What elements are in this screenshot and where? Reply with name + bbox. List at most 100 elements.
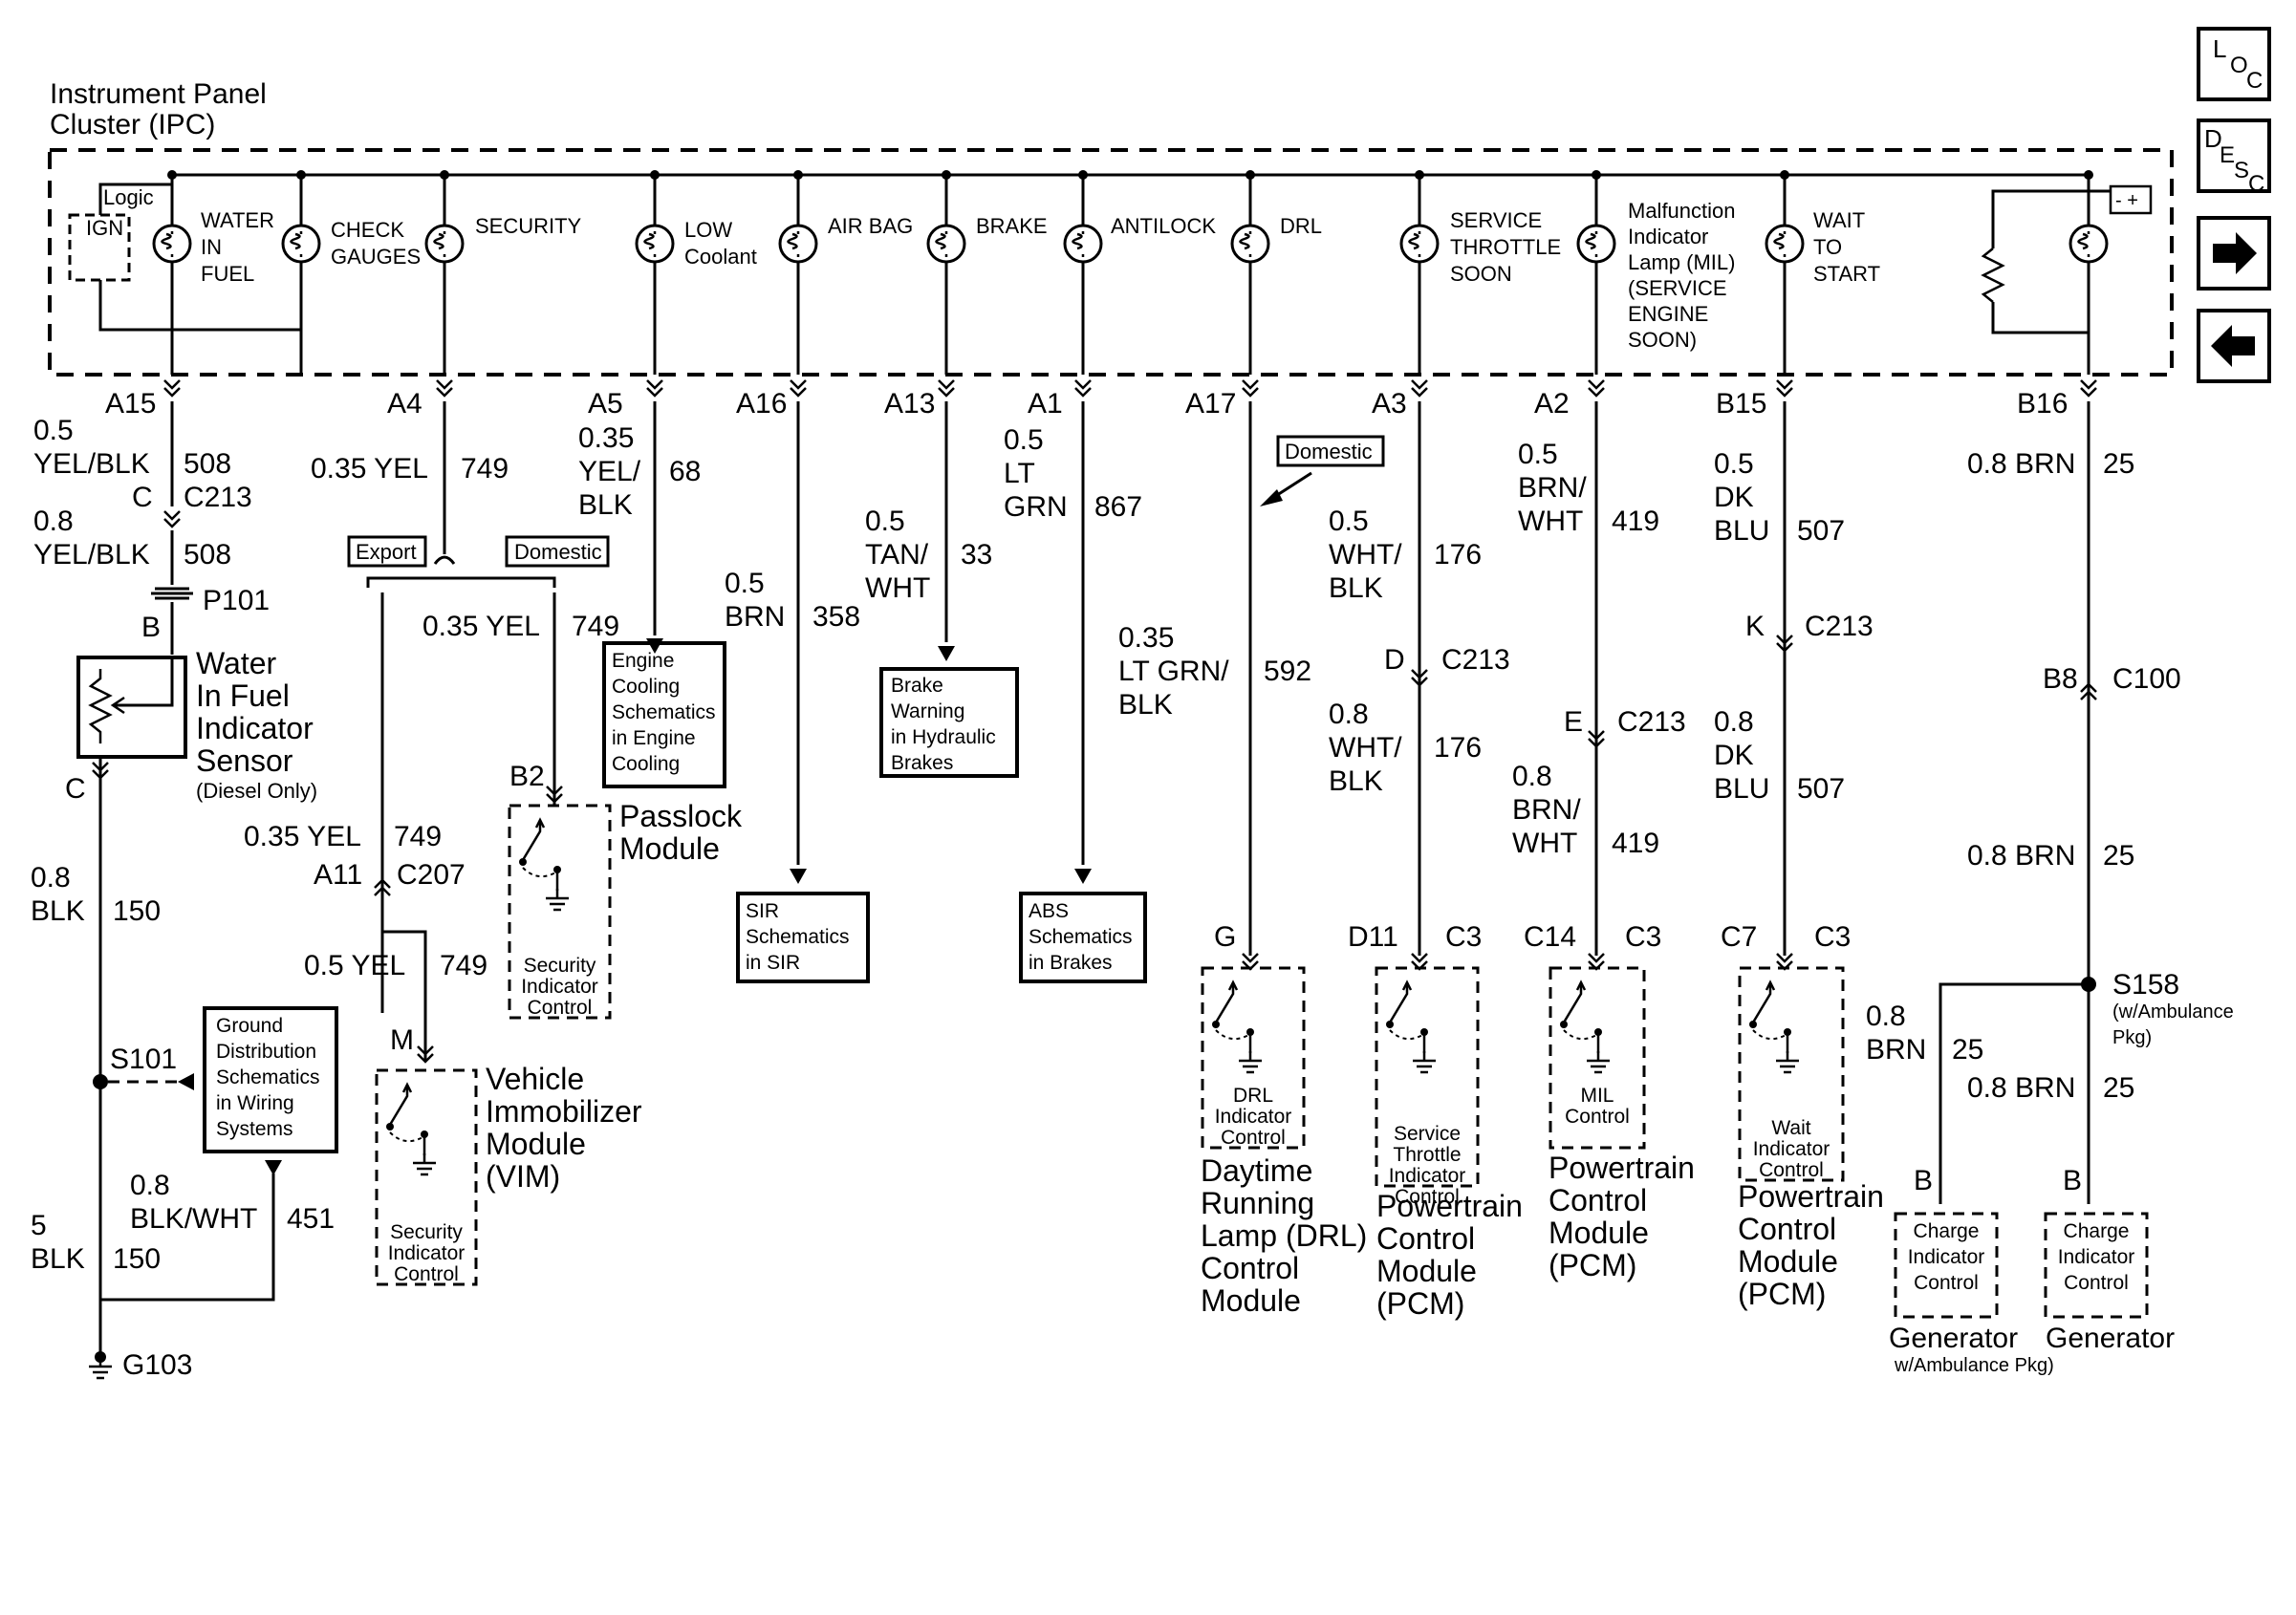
domestic-label: Domestic: [1285, 440, 1373, 463]
wire-size: 0.5: [725, 568, 765, 599]
pin-label: C: [132, 482, 153, 513]
previous-page-button[interactable]: [2197, 309, 2271, 383]
service-throttle-control-arrow: [1401, 980, 1413, 991]
ground-label: G103: [122, 1349, 192, 1381]
circuit-num: 176: [1434, 732, 1482, 764]
sir-label: Schematics: [746, 926, 850, 948]
brake-warning-label: in Hydraulic: [891, 726, 996, 748]
sir-label: SIR: [746, 900, 779, 922]
wait-to-start-lamp-label: TO: [1813, 235, 1842, 259]
connector-chevron-icon: [2080, 379, 2097, 398]
charge-indicator-label: Control: [1914, 1272, 1979, 1294]
vim-label: Module: [486, 1127, 586, 1161]
export-label: Export: [356, 540, 417, 564]
mil-lamp-label: (SERVICE: [1628, 276, 1727, 300]
ground-icon: [1587, 1051, 1610, 1074]
mil-control-contact: [1560, 1021, 1568, 1028]
pin-a1: A1: [1028, 388, 1063, 420]
wire-size-color: 0.5 YEL: [304, 950, 405, 981]
wire-size: 0.5: [1004, 424, 1044, 456]
wait-to-start-lamp-label: WAIT: [1813, 208, 1865, 232]
service-throttle-lamp-label: THROTTLE: [1450, 235, 1561, 259]
passlock-control-label: Security: [524, 955, 596, 977]
circuit-num: 749: [572, 611, 619, 642]
wire-color: WHT/: [1329, 539, 1402, 571]
service-throttle-control-label: Service: [1394, 1123, 1461, 1145]
wire-color: WHT: [1518, 506, 1583, 537]
circuit-num: 749: [461, 453, 509, 484]
charge-indicator-label: Indicator: [2058, 1246, 2135, 1268]
water-in-fuel-lamp-label: IN: [201, 235, 222, 259]
drl-control-arrow: [1227, 980, 1239, 991]
pcm2-label: Module: [1549, 1216, 1649, 1250]
sensor-wiper: [115, 657, 174, 707]
wire-size: 0.5: [33, 415, 74, 446]
wire-size: 5: [31, 1210, 47, 1241]
circuit-num: 508: [184, 448, 231, 480]
sensor-arrow-icon: [110, 696, 125, 715]
vim-control-link: [389, 1131, 425, 1143]
pin-label: B: [141, 612, 161, 643]
circuit-num: 150: [113, 1243, 161, 1275]
wire-color: BLU: [1714, 515, 1769, 547]
wire-451: [100, 1174, 275, 1302]
charge-indicator-label: Charge: [1914, 1220, 1980, 1242]
connector-chevron-icon: [1588, 379, 1605, 398]
resistor-icon: [1981, 248, 2005, 303]
circuit-num: 25: [2103, 840, 2134, 872]
service-throttle-lamp-label: SOON: [1450, 262, 1512, 286]
mil-lamp-label: Lamp (MIL): [1628, 250, 1735, 274]
pin-label: B8: [2043, 663, 2078, 695]
left-arrow-icon: [2211, 325, 2255, 367]
circuit-num: 33: [961, 539, 992, 571]
pin-a2: A2: [1534, 388, 1570, 420]
wait-to-start-lamp-filament: [1773, 231, 1787, 257]
passlock-control-label: Indicator: [521, 976, 598, 998]
loc-button[interactable]: LOC: [2197, 27, 2271, 101]
wire-size-color: 0.8 BRN: [1967, 448, 2075, 480]
check-gauges-lamp-label: GAUGES: [331, 245, 421, 269]
connector-chevron-icon: [436, 379, 453, 398]
resistor-return: [1991, 302, 2089, 334]
pin-label: D: [1384, 644, 1405, 676]
water-in-fuel-lamp-label: FUEL: [201, 262, 254, 286]
resistor-lead: [1991, 189, 2089, 248]
charge-indicator-label: Control: [2064, 1272, 2129, 1294]
cluster-title: Cluster (IPC): [50, 109, 215, 140]
connector-label: C213: [1805, 611, 1874, 642]
pcm3-label: Module: [1738, 1244, 1838, 1279]
mil-control-link: [1563, 1029, 1599, 1041]
wait-control-contact: [1749, 1021, 1757, 1028]
vim-control-label: Indicator: [388, 1242, 466, 1264]
next-page-button[interactable]: [2197, 216, 2271, 291]
service-throttle-control-contact: [1386, 1021, 1394, 1028]
arrow-down-icon: [938, 646, 955, 661]
charge-indicator-control-ambulance: [1894, 1212, 1999, 1319]
battery-label: - +: [2115, 190, 2138, 211]
passlock-control-switch: [521, 820, 542, 861]
wire-color: YEL/BLK: [33, 448, 150, 480]
mil-lamp-label: ENGINE: [1628, 302, 1708, 326]
pin-label: A11: [314, 859, 362, 891]
instrument-panel-cluster-box: [48, 148, 2174, 377]
wire-color: YEL/: [578, 456, 641, 487]
security-lamp-label: SECURITY: [475, 214, 582, 238]
desc-button-frame: [2197, 118, 2271, 193]
drl-module-label: Running: [1201, 1186, 1314, 1220]
ground-dist-label: in Wiring: [216, 1092, 294, 1114]
connector-chevron-icon: [1776, 379, 1793, 398]
wire-color: BLK: [31, 895, 85, 927]
pin-a16: A16: [736, 388, 787, 420]
pin-a4: A4: [387, 388, 422, 420]
circuit-num: 150: [113, 895, 161, 927]
pin-label: M: [390, 1024, 414, 1056]
export-tag: [347, 535, 427, 568]
wait-to-start-lamp-label: START: [1813, 262, 1880, 286]
wire-color: BLK: [1329, 765, 1383, 797]
wait-control-link: [1752, 1029, 1788, 1041]
circuit-num: 176: [1434, 539, 1482, 571]
wire-size: 0.8: [1714, 706, 1754, 738]
mil-lamp-label: Indicator: [1628, 225, 1708, 248]
arrow-down-icon: [790, 869, 807, 884]
